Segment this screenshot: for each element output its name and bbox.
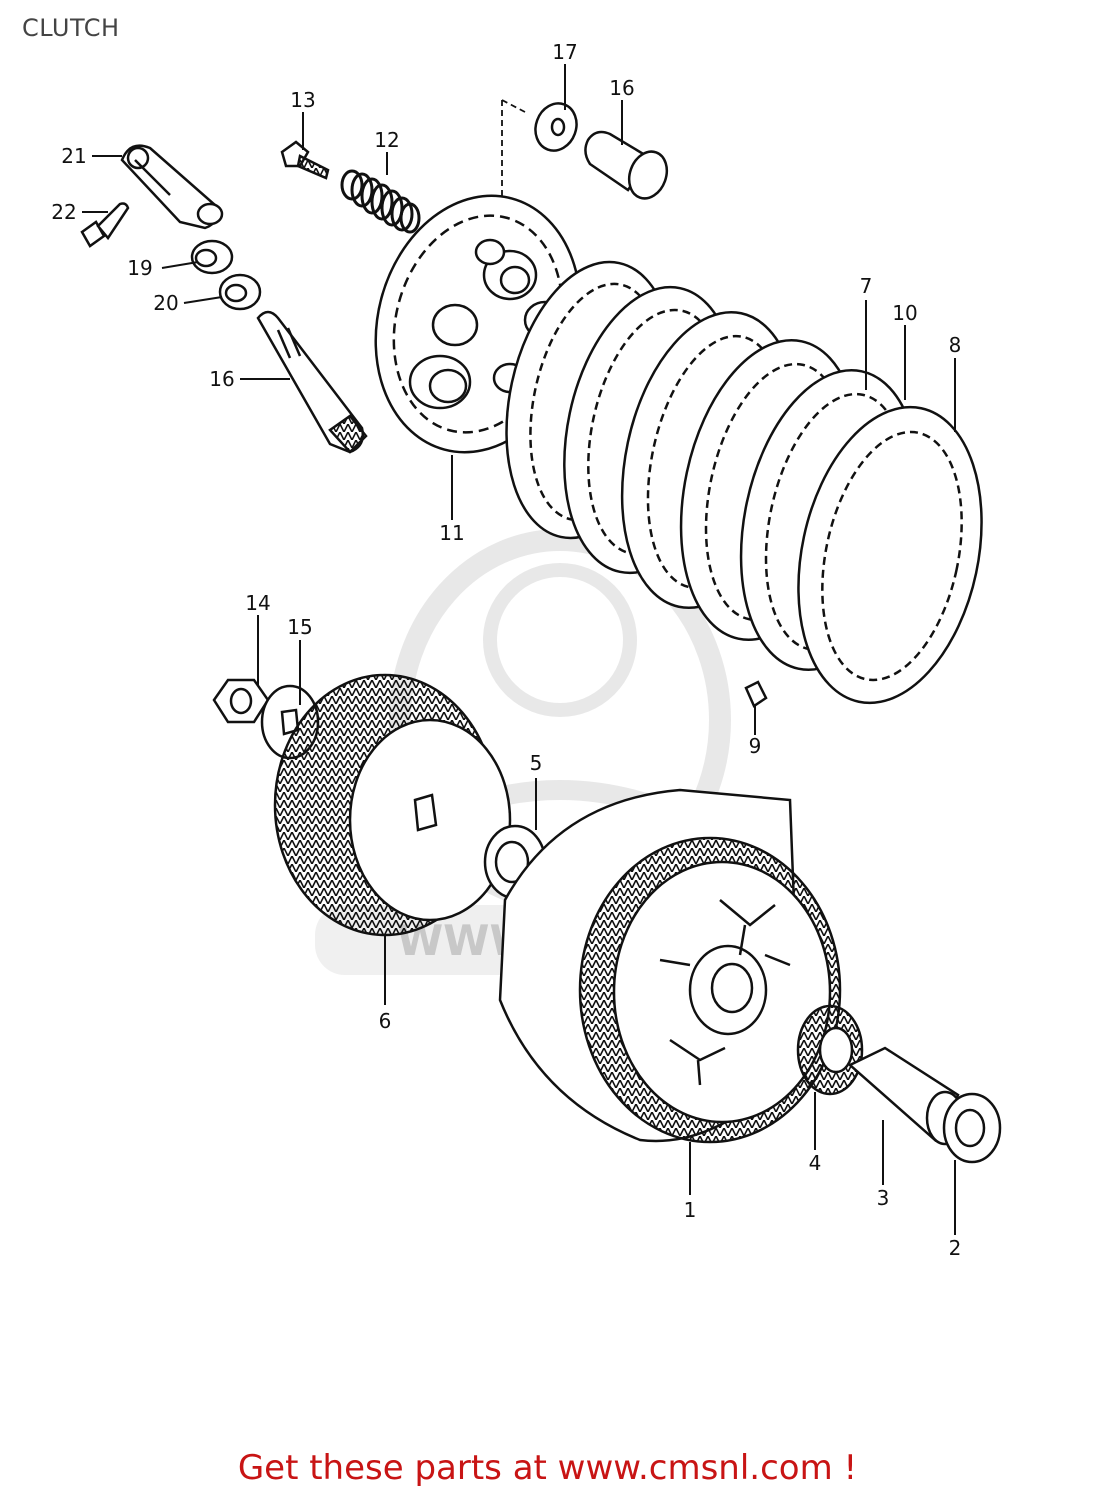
release-shaft-16 (256, 310, 368, 454)
primary-gear-4 (796, 1004, 864, 1096)
gear-6 (273, 673, 512, 937)
callout-labels: 1 2 3 4 5 6 7 8 9 10 11 12 13 14 15 16 1… (51, 40, 961, 1260)
bolt-22 (80, 202, 130, 248)
callout-19: 19 (127, 256, 152, 280)
washer-2 (942, 1092, 1002, 1164)
nut-14 (212, 678, 270, 724)
callout-15: 15 (287, 615, 312, 639)
callout-22: 22 (51, 200, 76, 224)
washer-17 (534, 102, 578, 152)
callout-10: 10 (892, 301, 917, 325)
page-title: CLUTCH (22, 14, 120, 42)
pushrod-piece-16 (584, 130, 669, 200)
callout-3: 3 (877, 1186, 890, 1210)
callout-1: 1 (684, 1198, 697, 1222)
seal-19 (190, 239, 234, 275)
callout-14: 14 (245, 591, 270, 615)
spring-12 (340, 169, 421, 234)
callout-4: 4 (809, 1151, 822, 1175)
callout-5: 5 (530, 751, 543, 775)
clutch-plate-stack (505, 260, 983, 705)
callout-16-lower: 16 (209, 367, 234, 391)
callout-11: 11 (439, 521, 464, 545)
footer-link-text[interactable]: Get these parts at www.cmsnl.com ! (237, 1448, 858, 1488)
callout-8: 8 (949, 333, 962, 357)
bolt-13 (280, 140, 330, 180)
callout-17: 17 (552, 40, 577, 64)
callout-9: 9 (749, 734, 762, 758)
callout-21: 21 (61, 144, 86, 168)
clutch-housing-1 (498, 788, 842, 1144)
callout-6: 6 (379, 1009, 392, 1033)
callout-20: 20 (153, 291, 178, 315)
callout-7: 7 (860, 274, 873, 298)
callout-12: 12 (374, 128, 399, 152)
leader-lines (82, 64, 956, 1235)
washer-20 (218, 273, 262, 311)
callout-16-upper: 16 (609, 76, 634, 100)
key-9 (744, 680, 768, 708)
callout-13: 13 (290, 88, 315, 112)
release-arm-21 (120, 144, 224, 230)
callout-2: 2 (949, 1236, 962, 1260)
